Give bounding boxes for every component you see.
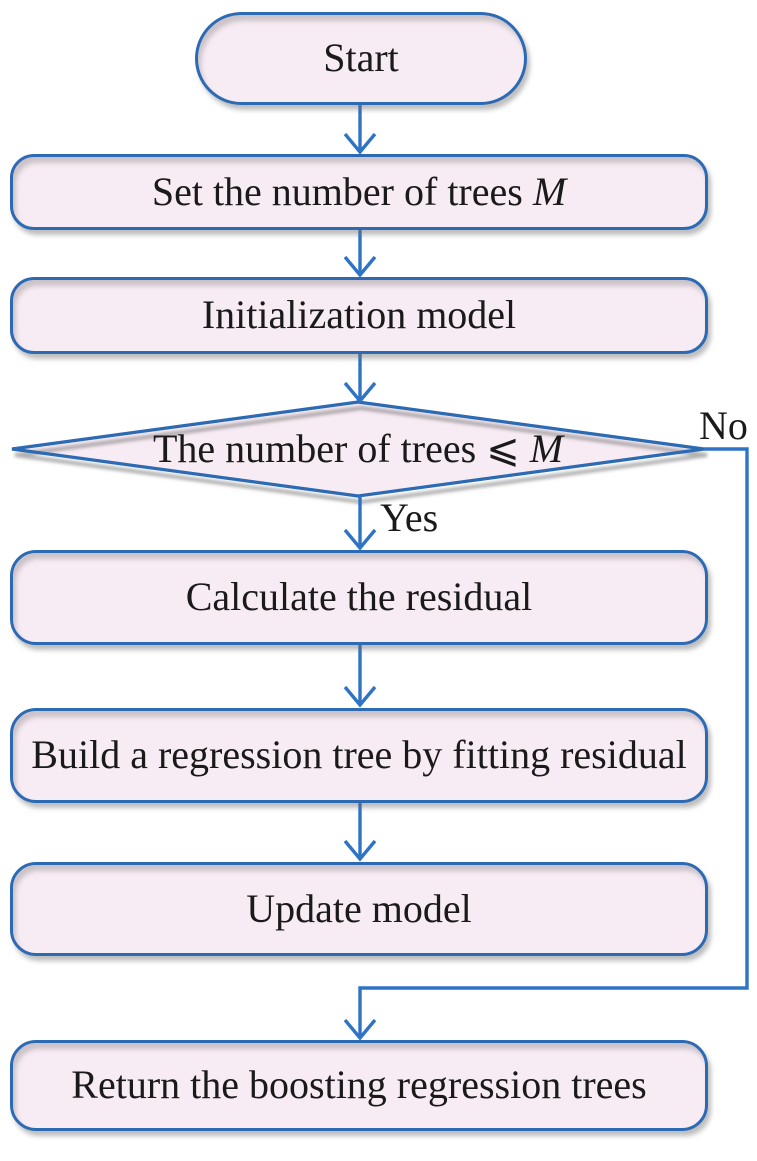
node-initialization-model: Initialization model [10,277,708,354]
edge-decision-no-to-return [343,447,749,1041]
node-set-number-of-trees-label: Set the number of trees M [151,168,567,214]
node-set-number-of-trees: Set the number of trees M [10,154,708,230]
variable-m: M [532,168,567,214]
arrowhead-down-icon [343,1018,377,1041]
arrowhead-down-icon [343,132,377,155]
decision-diamond-border [11,400,705,498]
node-calculate-residual-label: Calculate the residual [185,574,533,620]
edge-init-to-decision [343,354,377,404]
edge-calc-to-build [343,645,377,708]
node-initialization-model-label: Initialization model [201,292,517,338]
edge-build-to-update [343,803,377,862]
variable-m: M [529,426,564,471]
edge-start-to-set [343,104,377,155]
node-return-boosting-trees: Return the boosting regression trees [10,1040,708,1131]
arrowhead-down-icon [343,381,377,404]
arrowhead-down-icon [343,685,377,708]
edge-label-yes: Yes [380,495,439,540]
node-return-boosting-trees-label: Return the boosting regression trees [71,1062,647,1108]
node-calculate-residual: Calculate the residual [10,550,708,645]
node-start-label: Start [323,35,399,81]
node-build-regression-tree-label: Build a regression tree by fitting resid… [31,732,687,778]
edge-elbow-line [358,447,749,1036]
node-update-model-label: Update model [246,885,472,931]
edge-decision-yes-to-calc [343,496,377,551]
node-decision-label: The number of trees ⩽ M [152,426,564,471]
node-build-regression-tree: Build a regression tree by fitting resid… [10,708,708,803]
node-update-model: Update model [10,862,708,956]
arrowhead-down-icon [343,528,377,551]
node-start: Start [195,12,527,105]
arrowhead-down-icon [343,255,377,278]
arrowhead-down-icon [343,839,377,862]
edge-label-no: No [699,403,748,448]
edge-set-to-init [343,230,377,278]
